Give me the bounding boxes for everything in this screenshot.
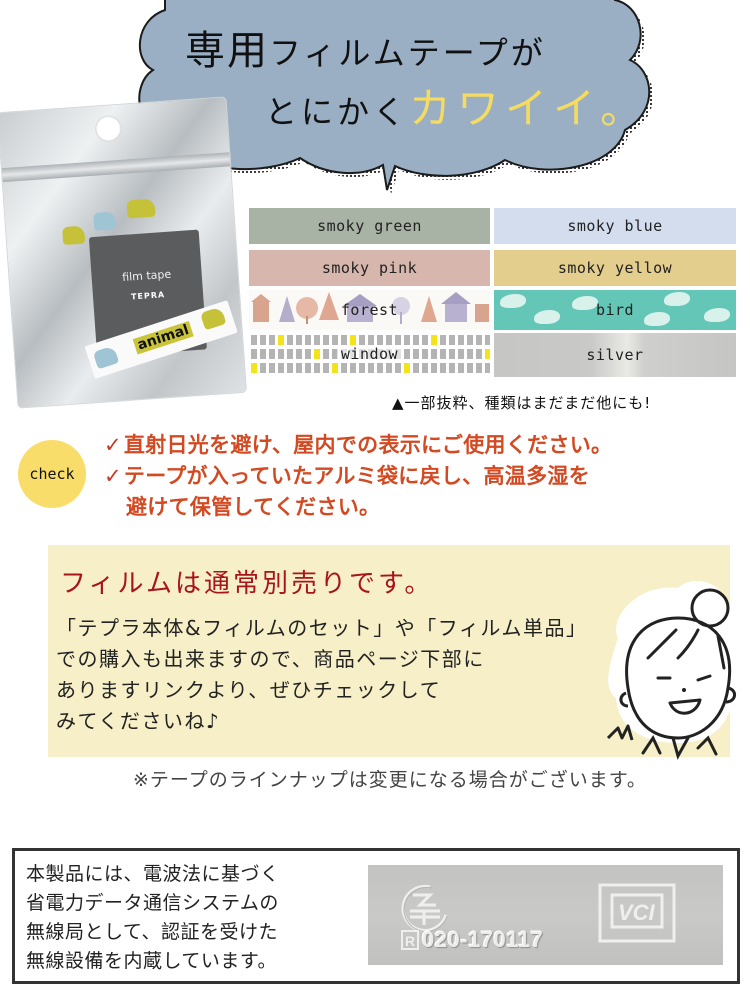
note-title: フィルムは通常別売りです。	[60, 569, 434, 599]
bird-shape-icon	[572, 296, 598, 310]
note-line: ありますリンクより、ぜひチェックして	[56, 678, 442, 702]
heading-highlight-text: カワイイ。	[409, 84, 649, 133]
check-item-text: 直射日光を避け、屋内での表示にご使用ください。	[123, 433, 613, 457]
animal-horse-icon	[93, 211, 117, 231]
bird-shape-icon	[704, 308, 730, 322]
heading-kanji: 専用	[185, 28, 269, 74]
certification-line: 省電力データ通信システムの	[26, 892, 279, 914]
check-badge-label: check	[29, 465, 75, 483]
smiling-woman-illustration-icon	[606, 580, 740, 760]
window-pattern-row	[249, 335, 490, 345]
swatch-smoky-yellow: smoky yellow	[494, 250, 736, 286]
animal-cat-icon	[199, 306, 227, 331]
animal-cat-icon	[62, 225, 86, 246]
swatch-label: window	[336, 345, 403, 363]
swatch-smoky-blue: smoky blue	[494, 208, 736, 244]
heading-line-1: 専用フィルムテープが	[185, 18, 546, 76]
check-item-text: テープが入っていたアルミ袋に戻し、高温多湿を	[123, 464, 590, 488]
note-line: での購入も出来ますので、商品ページ下部に	[56, 647, 485, 671]
swatch-bird: bird	[494, 290, 736, 330]
swatch-label: silver	[586, 346, 644, 364]
bird-shape-icon	[664, 292, 690, 306]
swatch-label: smoky yellow	[557, 259, 673, 277]
swatch-label: smoky blue	[567, 217, 663, 235]
check-item: ✓テープが入っていたアルミ袋に戻し、高温多湿を	[104, 461, 744, 492]
zipper-strip	[1, 152, 231, 183]
heading-dark-text: とにかく	[265, 93, 410, 131]
lineup-disclaimer: ※テープのラインナップは変更になる場合がございます。	[133, 769, 647, 791]
check-item-text: 避けて保管してください。	[126, 495, 381, 519]
bird-shape-icon	[500, 294, 526, 308]
heading-kana: フィルムテープが	[269, 34, 546, 72]
svg-text:R: R	[405, 933, 415, 949]
swatch-label: smoky green	[317, 217, 422, 235]
check-list: ✓直射日光を避け、屋内での表示にご使用ください。 ✓テープが入っていたアルミ袋に…	[104, 430, 744, 523]
note-line: 「テプラ本体&フィルムのセット」や「フィルム単品」	[56, 616, 588, 640]
certification-text: 本製品には、電波法に基づく 省電力データ通信システムの 無線局として、認証を受け…	[26, 860, 280, 976]
checkmark-icon: ✓	[104, 433, 122, 457]
note-body: 「テプラ本体&フィルムのセット」や「フィルム単品」 での購入も出来ますので、商品…	[56, 613, 588, 737]
swatch-label: forest	[340, 301, 399, 319]
check-badge: check	[18, 440, 86, 508]
cartridge-label: film tape	[121, 267, 172, 285]
window-pattern-row	[249, 363, 490, 373]
swatch-silver: silver	[494, 333, 736, 377]
forest-pattern-icon	[251, 292, 489, 324]
check-item: ✓直射日光を避け、屋内での表示にご使用ください。	[104, 430, 744, 461]
certification-mark-image: VCI R 020-170117	[368, 865, 723, 965]
product-pouch-image: film tape TEPRA animal	[0, 97, 247, 408]
checkmark-icon: ✓	[104, 464, 122, 488]
hang-hole-icon	[94, 114, 123, 143]
giteki-mark-icon: VCI R	[401, 883, 676, 950]
cloud-shape	[138, 0, 654, 194]
swatch-smoky-green: smoky green	[249, 208, 490, 244]
svg-text:VCI: VCI	[618, 900, 656, 925]
lineup-note: ▲一部抜粋、種類はまだまだ他にも!	[392, 394, 652, 412]
brand-logo: TEPRA	[130, 290, 166, 302]
swatch-forest: forest	[249, 290, 490, 330]
swatch-label: smoky pink	[321, 259, 418, 277]
animal-bird-icon	[126, 198, 156, 219]
swatch-smoky-pink: smoky pink	[249, 250, 490, 286]
certification-number: 020-170117	[422, 927, 544, 952]
note-line: みてくださいね♪	[56, 709, 221, 733]
heading-line-2: とにかくカワイイ。	[265, 75, 648, 136]
certification-line: 無線局として、認証を受けた	[26, 921, 278, 943]
check-item-continuation: 避けて保管してください。	[104, 492, 744, 523]
certification-line: 無線設備を内蔵しています。	[26, 950, 278, 972]
bird-shape-icon	[644, 312, 670, 326]
animal-sheep-icon	[92, 345, 120, 370]
swatch-label: bird	[595, 301, 635, 319]
certification-line: 本製品には、電波法に基づく	[26, 863, 280, 885]
swatch-window: window	[249, 333, 490, 375]
bird-shape-icon	[534, 310, 560, 324]
heading-bubble: 専用フィルムテープが とにかくカワイイ。	[125, 0, 655, 200]
